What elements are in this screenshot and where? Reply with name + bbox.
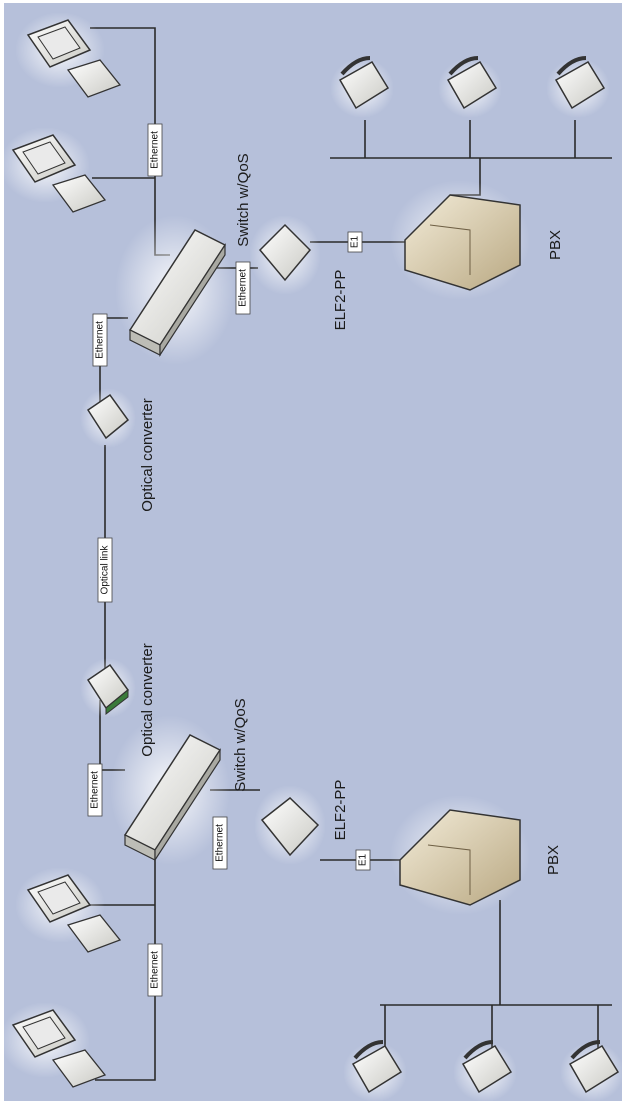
telephone-icon — [546, 58, 610, 118]
ethernet-tag: Ethernet — [148, 944, 162, 996]
svg-text:Ethernet: Ethernet — [238, 269, 249, 307]
telephone-icon — [438, 58, 502, 118]
pbx-label: PBX — [547, 230, 564, 260]
svg-text:Ethernet: Ethernet — [90, 771, 101, 809]
optical-converter-icon — [80, 658, 136, 718]
e1-tag: E1 — [356, 850, 370, 870]
pbx-label: PBX — [545, 845, 562, 875]
svg-text:E1: E1 — [358, 853, 369, 866]
svg-text:Ethernet: Ethernet — [215, 824, 226, 862]
ethernet-tag: Ethernet — [213, 817, 227, 869]
ethernet-tag: Ethernet — [236, 262, 250, 314]
pbx-cabinet-icon — [390, 180, 530, 300]
svg-text:E1: E1 — [350, 235, 361, 248]
e1-tag: E1 — [348, 232, 362, 252]
switch-qos-label: Switch w/QoS — [232, 698, 249, 791]
elf2pp-device-icon — [249, 215, 321, 295]
switch-icon — [110, 715, 230, 865]
switch-qos-label: Switch w/QoS — [235, 153, 252, 246]
elf2pp-label: ELF2-PP — [332, 780, 349, 841]
svg-text:Ethernet: Ethernet — [95, 321, 106, 359]
telephone-icon — [453, 1042, 517, 1102]
ethernet-tag: Ethernet — [88, 764, 102, 816]
pbx-cabinet-icon — [390, 795, 530, 915]
telephone-icon — [343, 1042, 407, 1102]
svg-text:Optical link: Optical link — [100, 545, 111, 595]
optical-link-tag: Optical link — [98, 538, 112, 602]
ethernet-tag: Ethernet — [93, 314, 107, 366]
elf2pp-label: ELF2-PP — [332, 270, 349, 331]
telephone-icon — [330, 58, 394, 118]
optical-converter-label: Optical converter — [139, 643, 156, 756]
svg-text:Ethernet: Ethernet — [150, 951, 161, 989]
optical-converter-label: Optical converter — [139, 398, 156, 511]
elf2pp-device-icon — [254, 785, 326, 865]
ethernet-tag: Ethernet — [148, 124, 162, 176]
optical-converter-icon — [80, 388, 136, 448]
svg-text:Ethernet: Ethernet — [150, 131, 161, 169]
switch-icon — [115, 215, 235, 365]
telephone-icon — [560, 1042, 624, 1102]
